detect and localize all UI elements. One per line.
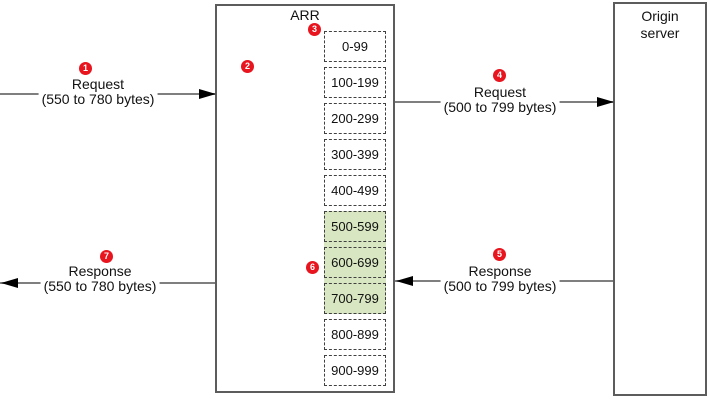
step-6-marker: 6 [306,261,319,274]
request-client-to-arr-label: Request (550 to 780 bytes) [38,76,158,107]
range-cell: 900-999 [324,355,386,386]
step-3-marker: 3 [308,23,321,36]
step-5-marker: 5 [493,248,506,261]
flow-detail-text: (550 to 780 bytes) [41,91,155,107]
flow-label-text: Request [473,84,527,100]
flow-detail-text: (500 to 799 bytes) [443,99,557,115]
range-cell: 400-499 [324,175,386,206]
range-cell-highlighted: 500-599 [324,211,386,242]
step-1-marker: 1 [79,62,92,75]
arr-server-title: ARR [290,7,320,23]
flow-detail-text: (550 to 780 bytes) [43,278,157,294]
arrow-right-icon [199,89,216,99]
flow-label-text: Response [68,263,132,279]
origin-server-title: Origin server [613,8,707,42]
arrow-left-icon [396,276,413,286]
request-arr-to-origin-label: Request (500 to 799 bytes) [440,84,560,115]
step-2-marker: 2 [241,60,254,73]
response-origin-to-arr-label: Response (500 to 799 bytes) [440,263,560,294]
origin-server-box [613,2,707,396]
origin-server-title-line1: Origin [641,8,679,24]
origin-server-title-line2: server [640,25,680,41]
range-cell-highlighted: 600-699 [324,247,386,278]
range-cell-highlighted: 700-799 [324,283,386,314]
flow-label-text: Response [468,263,532,279]
response-arr-to-client-label: Response (550 to 780 bytes) [40,263,160,294]
range-cell: 200-299 [324,103,386,134]
range-cell: 0-99 [324,31,386,62]
step-7-marker: 7 [100,250,113,263]
range-cell: 100-199 [324,67,386,98]
range-cell: 800-899 [324,319,386,350]
flow-label-text: Request [71,76,125,92]
step-4-marker: 4 [493,69,506,82]
range-cell: 300-399 [324,139,386,170]
arrow-left-icon [1,278,18,288]
arrow-right-icon [597,97,614,107]
flow-detail-text: (500 to 799 bytes) [443,278,557,294]
